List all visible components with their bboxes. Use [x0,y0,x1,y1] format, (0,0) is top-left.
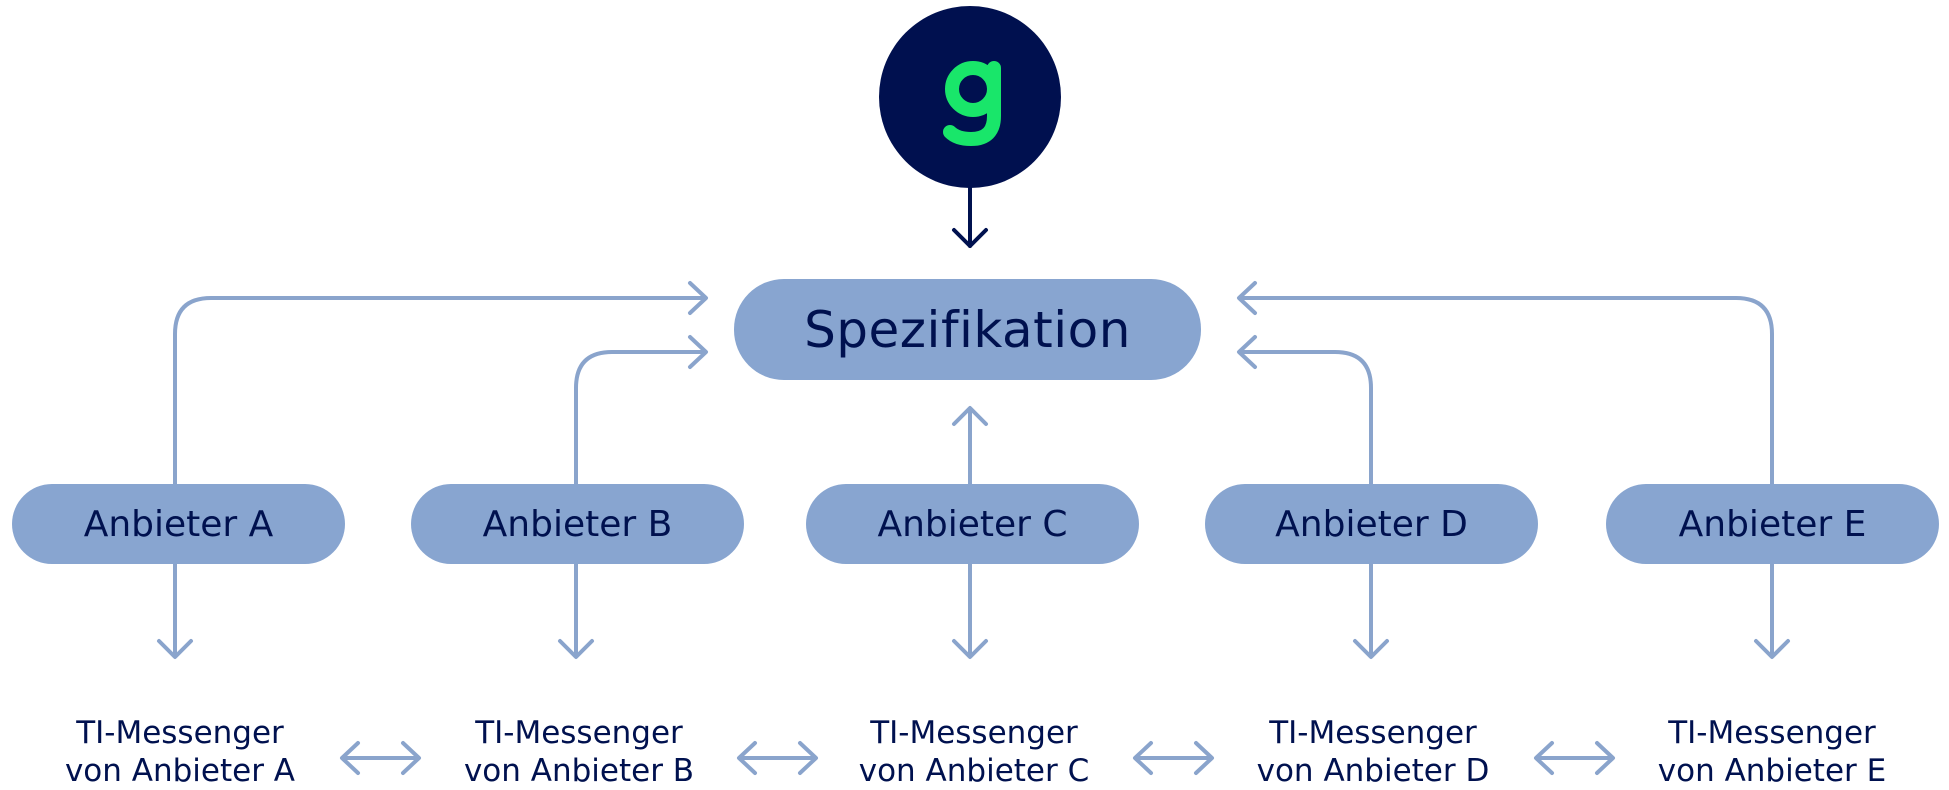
specification-box: Spezifikation [734,279,1201,380]
provider-c-box: Anbieter C [806,484,1139,564]
provider-e-label: Anbieter E [1678,503,1867,545]
messenger-b-c-bidirectional-arrow [737,741,818,775]
provider-b-to-spec-arrowhead [688,335,708,369]
provider-a-to-spec-connector [173,296,706,486]
messenger-c-d-bidirectional-arrow [1133,741,1214,775]
messenger-b-line1: TI-Messenger [475,715,683,751]
messenger-c-label: TI-Messenger von Anbieter C [804,714,1144,790]
provider-a-down-arrow [157,562,193,659]
messenger-d-e-bidirectional-arrow [1534,741,1615,775]
provider-b-down-arrow [558,562,594,659]
messenger-e-line1: TI-Messenger [1668,715,1876,751]
messenger-a-label: TI-Messenger von Anbieter A [10,714,350,790]
logo-to-spec-arrowhead [952,228,988,248]
messenger-d-label: TI-Messenger von Anbieter D [1203,714,1543,790]
provider-d-box: Anbieter D [1205,484,1538,564]
provider-c-to-spec-arrowhead [952,406,988,426]
specification-label: Spezifikation [804,300,1131,359]
provider-c-label: Anbieter C [877,503,1068,545]
messenger-c-line1: TI-Messenger [870,715,1078,751]
messenger-a-b-bidirectional-arrow [340,741,421,775]
messenger-a-line1: TI-Messenger [76,715,284,751]
provider-a-box: Anbieter A [12,484,345,564]
provider-e-down-arrow [1754,562,1790,659]
messenger-a-line2: von Anbieter A [64,753,296,789]
g-logo-icon [879,6,1061,188]
provider-e-to-spec-arrowhead [1237,281,1257,315]
provider-e-to-spec-connector [1238,296,1774,486]
provider-b-label: Anbieter B [482,503,673,545]
provider-a-label: Anbieter A [83,503,274,545]
provider-c-down-arrow [952,562,988,659]
provider-d-to-spec-arrowhead [1237,335,1257,369]
messenger-d-line1: TI-Messenger [1269,715,1477,751]
messenger-e-label: TI-Messenger von Anbieter E [1602,714,1942,790]
provider-a-to-spec-arrowhead [688,281,708,315]
provider-d-down-arrow [1353,562,1389,659]
messenger-e-line2: von Anbieter E [1657,753,1887,789]
provider-d-label: Anbieter D [1275,503,1468,545]
provider-d-to-spec-connector [1238,350,1373,486]
messenger-b-line2: von Anbieter B [463,753,695,789]
messenger-b-label: TI-Messenger von Anbieter B [409,714,749,790]
provider-b-box: Anbieter B [411,484,744,564]
provider-b-to-spec-connector [574,350,706,486]
provider-e-box: Anbieter E [1606,484,1939,564]
messenger-d-line2: von Anbieter D [1256,753,1490,789]
messenger-c-line2: von Anbieter C [858,753,1090,789]
